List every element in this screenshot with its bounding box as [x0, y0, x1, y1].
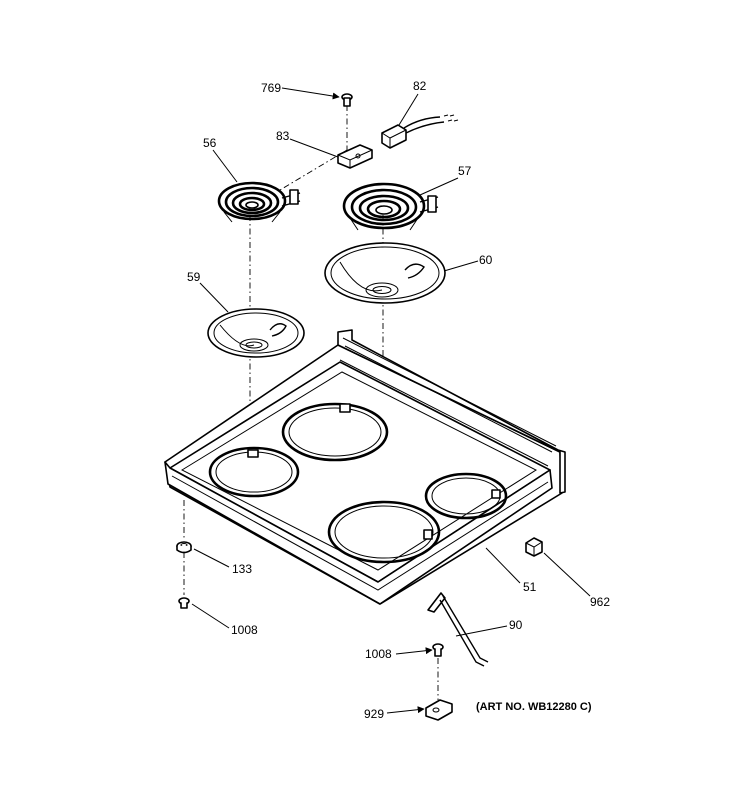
terminal-bracket-83: [337, 144, 373, 169]
callout-51: 51: [523, 580, 537, 594]
callout-60: 60: [479, 253, 493, 267]
art-number: (ART NO. WB12280 C): [476, 701, 592, 713]
callout-83: 83: [276, 129, 290, 143]
callout-133: 133: [232, 562, 252, 576]
callout-769: 769: [261, 81, 281, 95]
callout-962: 962: [590, 595, 610, 609]
drip-pan-small: [207, 308, 305, 358]
bracket-929: [425, 699, 453, 721]
callout-929: 929: [364, 707, 384, 721]
drip-pan-large: [324, 242, 446, 304]
callout-56: 56: [203, 136, 217, 150]
callout-90: 90: [509, 618, 523, 632]
cooktop-panel: [164, 329, 566, 605]
screw-1008-lower: [432, 643, 444, 657]
surface-unit-large: [342, 182, 439, 231]
leader-lines: [191, 87, 591, 714]
support-rod-90: [427, 592, 489, 667]
callout-1008-lower: 1008: [365, 647, 392, 661]
leveler-133: [176, 541, 192, 554]
clip-962: [525, 537, 543, 557]
callout-57: 57: [458, 164, 472, 178]
callout-82: 82: [413, 79, 427, 93]
callout-labels: 769 82 83 56 57 59 60 133 1008 51 962 90…: [187, 79, 610, 721]
screw-1008-left: [178, 597, 190, 609]
callout-59: 59: [187, 270, 201, 284]
surface-unit-small: [217, 181, 301, 223]
callout-1008-left: 1008: [231, 623, 258, 637]
screw-769: [341, 93, 353, 107]
wire-connector-82: [381, 114, 459, 149]
